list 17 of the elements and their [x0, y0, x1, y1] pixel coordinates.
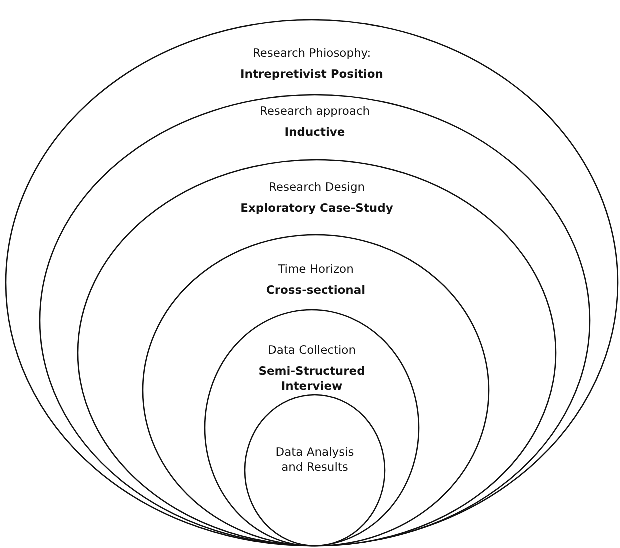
layer-heading: Time Horizon — [277, 262, 355, 277]
onion-layer — [143, 235, 489, 546]
onion-layer — [245, 395, 385, 546]
onion-layer — [40, 95, 590, 546]
layer-value: Cross-sectional — [265, 283, 367, 298]
layer-value: Semi-Structured Interview — [258, 364, 366, 394]
onion-layer — [205, 310, 419, 546]
layer-heading: Research approach — [258, 104, 372, 119]
layer-heading: Research Phiosophy: — [252, 46, 372, 61]
layer-value: Intrepretivist Position — [239, 67, 384, 82]
layer-value: Exploratory Case-Study — [240, 201, 394, 216]
layer-heading: Research Design — [268, 180, 366, 195]
layer-heading: Data Collection — [267, 343, 357, 358]
onion-layer — [6, 20, 618, 546]
onion-layer — [78, 160, 556, 546]
layer-heading: Data Analysis and Results — [274, 445, 356, 475]
layer-value: Inductive — [284, 125, 346, 140]
